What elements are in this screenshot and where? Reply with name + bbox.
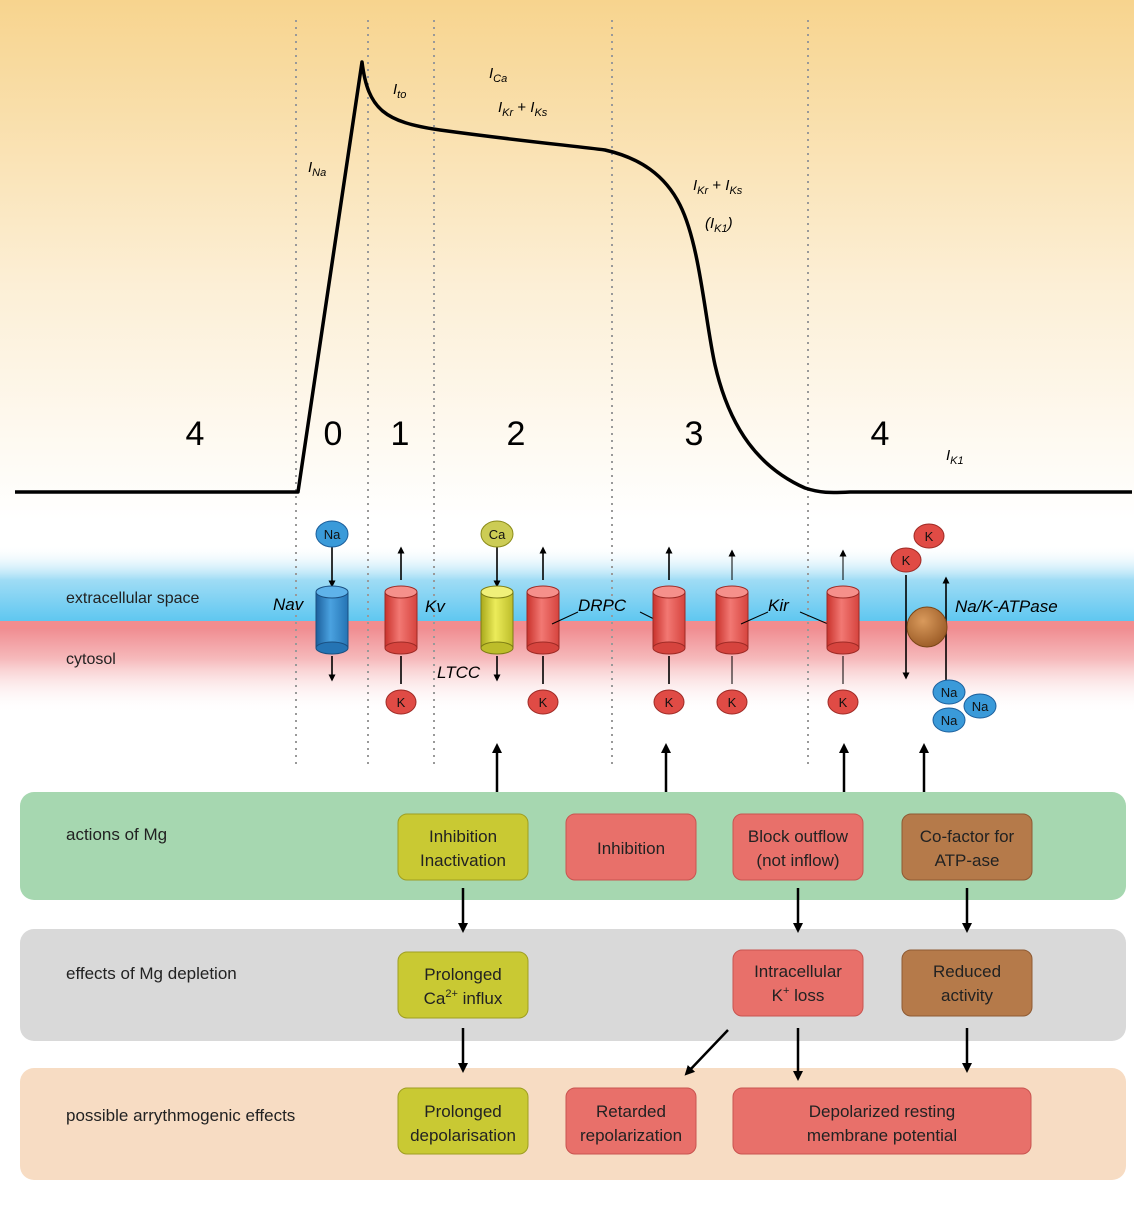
kir-pointer [799,611,829,625]
svg-text:membrane potential: membrane potential [807,1126,957,1145]
nav-channel [315,547,349,682]
k-ion-label: K [728,695,737,710]
drpc-channel [652,546,686,684]
kir-label: Kir [768,596,790,615]
drpc-pointer [551,611,579,625]
down-arrows-row2 [458,1028,972,1081]
depletion-row-label: effects of Mg depletion [66,964,237,983]
svg-text:Retarded: Retarded [596,1102,666,1121]
actions-row-label: actions of Mg [66,825,167,844]
current-label-ca: ICa [489,65,507,85]
action-potential-curve [15,60,1132,495]
na-ion-label: Na [941,713,958,728]
kv-channel [384,546,418,684]
cytosol-label: cytosol [66,651,116,668]
svg-text:Reduced: Reduced [933,962,1001,981]
current-label-k1-paren: (IK1) [705,215,733,235]
na-ion: Na [932,707,966,733]
k-ion: K [385,689,417,715]
svg-text:Inactivation: Inactivation [420,851,506,870]
action-box-drpc: Inhibition [565,813,697,881]
k-ion-label: K [925,529,934,544]
svg-text:(not inflow): (not inflow) [756,851,839,870]
depletion-box-k: Intracellular K+ loss [732,949,864,1017]
current-label-krks-top: IKr + IKs [498,99,548,119]
phase-label: 3 [685,415,704,453]
current-label-to: Ito [393,81,406,101]
phase-label: 4 [871,415,890,453]
svg-text:repolarization: repolarization [580,1126,682,1145]
k-ion-label: K [539,695,548,710]
ca-ion-label: Ca [489,527,506,542]
na-k-atpase-label: Na/K-ATPase [955,597,1058,616]
phase-label: 4 [186,415,205,453]
svg-text:Block outflow: Block outflow [748,827,849,846]
k-ion: K [527,689,559,715]
phase-label: 0 [324,415,343,453]
extracellular-label: extracellular space [66,590,200,607]
svg-text:Inhibition: Inhibition [429,827,497,846]
kir-channel [826,549,860,684]
na-ion-label: Na [941,685,958,700]
phase-numbers: 4 0 1 2 3 4 [186,415,890,453]
svg-text:K+ loss: K+ loss [772,985,825,1005]
k-ion: K [913,523,945,549]
arrhythmia-box-repol: Retarded repolarization [565,1087,697,1155]
na-ion: Na [963,693,997,719]
phase-label: 2 [507,415,526,453]
svg-text:Intracellular: Intracellular [754,962,842,981]
depletion-box-ca: Prolonged Ca2+ influx [397,951,529,1019]
na-ion: Na [932,679,966,705]
action-box-kir: Block outflow (not inflow) [732,813,864,881]
na-k-atpase-pump [902,575,950,690]
phase-separators [295,20,809,765]
cytosol-band [0,629,1134,714]
membrane-line [0,621,1134,629]
k-ion: K [716,689,748,715]
svg-text:ATP-ase: ATP-ase [935,851,1000,870]
current-label-na: INa [308,159,326,179]
drpc-channel [526,546,560,684]
current-labels: INa Ito ICa IKr + IKs IKr + IKs (IK1) IK… [308,65,964,467]
k-ion-label: K [839,695,848,710]
svg-text:Ca2+ influx: Ca2+ influx [424,988,503,1008]
extracellular-band [0,545,1134,623]
na-ion-label: Na [972,699,989,714]
depletion-box-pump: Reduced activity [901,949,1033,1017]
k-ion-label: K [902,553,911,568]
svg-text:depolarisation: depolarisation [410,1126,516,1145]
kir-channel [715,549,749,684]
ltcc-channel [480,547,514,682]
kv-label: Kv [425,597,446,616]
arrhythmia-box-resting: Depolarized resting membrane potential [732,1087,1032,1155]
down-arrows-row1 [458,888,972,933]
ltcc-label: LTCC [437,663,481,682]
drpc-label: DRPC [578,596,627,615]
k-ion-label: K [397,695,406,710]
svg-text:activity: activity [941,986,993,1005]
na-ion: Na [315,520,349,548]
svg-text:Inhibition: Inhibition [597,839,665,858]
nav-label: Nav [273,595,305,614]
k-ion: K [890,547,922,573]
action-box-pump: Co-factor for ATP-ase [901,813,1033,881]
background-gradient [0,0,1134,520]
kir-pointer [740,611,769,625]
svg-text:Prolonged: Prolonged [424,1102,502,1121]
k-ion: K [827,689,859,715]
arrhythmia-row-label: possible arrythmogenic effects [66,1106,295,1125]
ca-ion: Ca [480,520,514,548]
current-label-k1: IK1 [946,447,964,467]
k-ion: K [653,689,685,715]
arrhythmia-box-depol: Prolonged depolarisation [397,1087,529,1155]
na-ion-label: Na [324,527,341,542]
action-box-ltcc: Inhibition Inactivation [397,813,529,881]
svg-text:Depolarized resting: Depolarized resting [809,1102,955,1121]
svg-text:Co-factor for: Co-factor for [920,827,1015,846]
k-ion-label: K [665,695,674,710]
current-label-krks-right: IKr + IKs [693,177,743,197]
phase-label: 1 [391,415,410,453]
svg-text:Prolonged: Prolonged [424,965,502,984]
